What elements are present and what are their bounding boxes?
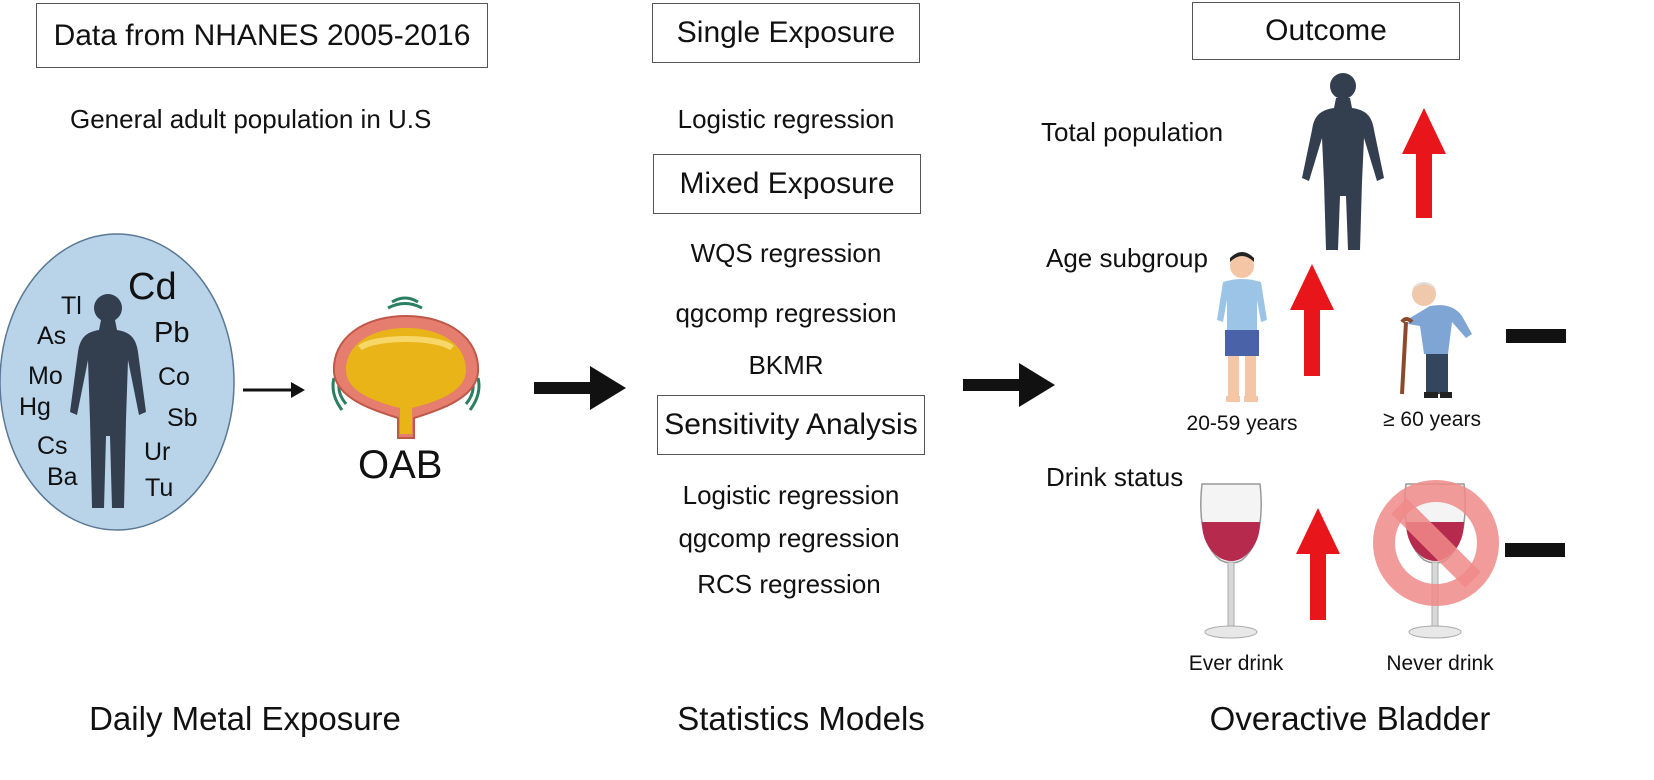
elderly-man-icon [1400, 282, 1472, 398]
human-body-icon [70, 294, 146, 508]
human-body-icon [1302, 73, 1384, 250]
age-subgroup-label: Age subgroup [1046, 243, 1208, 273]
total-population-label: Total population [1041, 117, 1224, 147]
metal-co: Co [158, 363, 190, 391]
model-bkmr: BKMR [748, 350, 824, 380]
right-arrow-icon [963, 363, 1055, 407]
model-qgcomp-regression: qgcomp regression [675, 298, 897, 328]
sensitivity-rcs-regression: RCS regression [697, 569, 881, 599]
outcome-label: Outcome [1265, 14, 1387, 47]
left-footer: Daily Metal Exposure [89, 700, 401, 737]
ever-drink-label: Ever drink [1188, 652, 1284, 675]
right-arrow-icon [534, 366, 626, 410]
population-label: General adult population in U.S [70, 104, 432, 134]
up-arrow-icon [1402, 108, 1446, 218]
data-source-label: Data from NHANES 2005-2016 [53, 18, 471, 52]
metal-cd: Cd [128, 266, 177, 308]
sensitivity-analysis-label: Sensitivity Analysis [664, 408, 918, 441]
metal-ur: Ur [144, 438, 171, 466]
middle-footer: Statistics Models [677, 700, 925, 737]
wine-glass-icon [1200, 483, 1262, 639]
model-logistic-regression: Logistic regression [677, 104, 895, 134]
metal-pb: Pb [154, 317, 190, 349]
right-footer: Overactive Bladder [1209, 700, 1491, 737]
data-source-box: Data from NHANES 2005-2016 [36, 3, 488, 68]
sensitivity-analysis-box: Sensitivity Analysis [657, 395, 925, 455]
no-change-dash-icon [1505, 543, 1565, 557]
age-young-label: 20-59 years [1186, 412, 1298, 435]
metal-cs: Cs [37, 432, 68, 460]
no-change-dash-icon [1506, 329, 1566, 343]
single-exposure-box: Single Exposure [652, 3, 920, 63]
right-arrow-icon [243, 382, 305, 398]
metal-ba: Ba [47, 463, 78, 491]
drink-status-label: Drink status [1046, 462, 1184, 492]
bladder-label: OAB [358, 443, 443, 487]
bladder-icon [331, 296, 481, 439]
up-arrow-icon [1296, 508, 1340, 620]
sensitivity-qgcomp-regression: qgcomp regression [678, 523, 900, 553]
mixed-exposure-label: Mixed Exposure [679, 167, 895, 200]
up-arrow-icon [1290, 264, 1334, 376]
age-old-label: ≥ 60 years [1383, 408, 1481, 431]
young-man-icon [1217, 252, 1267, 402]
model-wqs-regression: WQS regression [690, 238, 882, 268]
metal-tu: Tu [145, 474, 174, 502]
single-exposure-label: Single Exposure [676, 16, 896, 49]
sensitivity-logistic-regression: Logistic regression [682, 480, 900, 510]
metal-sb: Sb [167, 404, 198, 432]
outcome-box: Outcome [1192, 2, 1460, 60]
metal-as: As [37, 322, 67, 350]
metal-tl: Tl [61, 292, 82, 320]
exposure-ellipse [0, 233, 235, 531]
metal-hg: Hg [19, 393, 51, 421]
never-drink-label: Never drink [1386, 652, 1494, 675]
metal-mo: Mo [28, 362, 63, 390]
prohibited-icon [1373, 480, 1499, 606]
mixed-exposure-box: Mixed Exposure [653, 154, 921, 214]
